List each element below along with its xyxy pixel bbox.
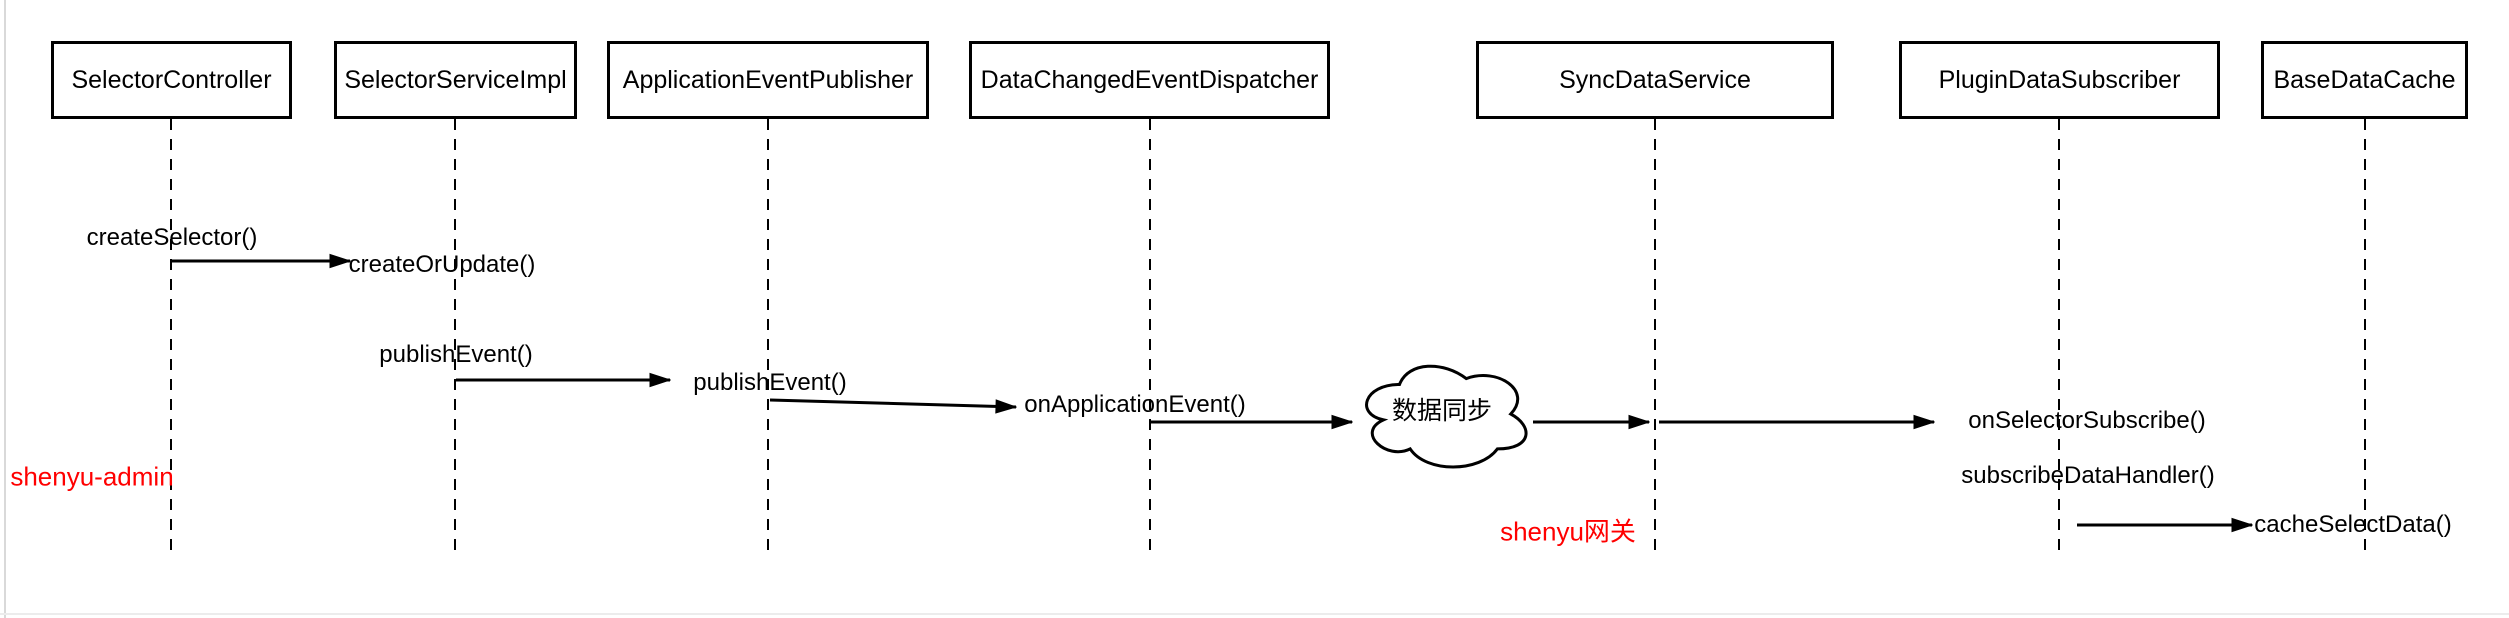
data-sync-cloud-shape [1365, 364, 1528, 469]
message-label-create-or-update: createOrUpdate() [348, 251, 536, 278]
message-label-on-selector-subscribe: onSelectorSubscribe() [1968, 407, 2206, 434]
annotation-shenyu-gateway: shenyu网关 [1500, 516, 1636, 547]
participant-label: DataChangedEventDispatcher [980, 65, 1319, 94]
participant-sync-data-service: SyncDataService [1476, 41, 1834, 119]
message-label-on-application-event: onApplicationEvent() [1024, 391, 1246, 418]
bottom-border-line [0, 613, 2509, 615]
participant-application-event-publisher: ApplicationEventPublisher [607, 41, 929, 119]
participant-selector-controller: SelectorController [51, 41, 292, 119]
participant-label: SyncDataService [1559, 65, 1751, 94]
participant-base-data-cache: BaseDataCache [2261, 41, 2468, 119]
participant-label: BaseDataCache [2273, 65, 2456, 94]
left-border-line [4, 0, 6, 618]
participant-plugin-data-subscriber: PluginDataSubscriber [1899, 41, 2220, 119]
arrow-publish-event-2 [769, 398, 1016, 407]
participant-label: ApplicationEventPublisher [622, 65, 914, 94]
participant-selector-service-impl: SelectorServiceImpl [334, 41, 577, 119]
message-label-create-selector: createSelector() [86, 224, 258, 251]
message-label-cache-select-data: cacheSelectData() [2254, 511, 2452, 538]
participant-label: PluginDataSubscriber [1938, 65, 2181, 94]
participant-label: SelectorServiceImpl [344, 65, 567, 94]
message-label-publish-event-1: publishEvent() [379, 341, 533, 368]
annotation-shenyu-admin: shenyu-admin [10, 461, 174, 492]
message-label-publish-event-2: publishEvent() [693, 369, 847, 396]
participant-label: SelectorController [71, 65, 272, 94]
participant-data-changed-event-dispatcher: DataChangedEventDispatcher [969, 41, 1330, 119]
message-label-subscribe-data-handler: subscribeDataHandler() [1961, 462, 2215, 489]
cloud-label-data-sync: 数据同步 [1391, 397, 1493, 425]
